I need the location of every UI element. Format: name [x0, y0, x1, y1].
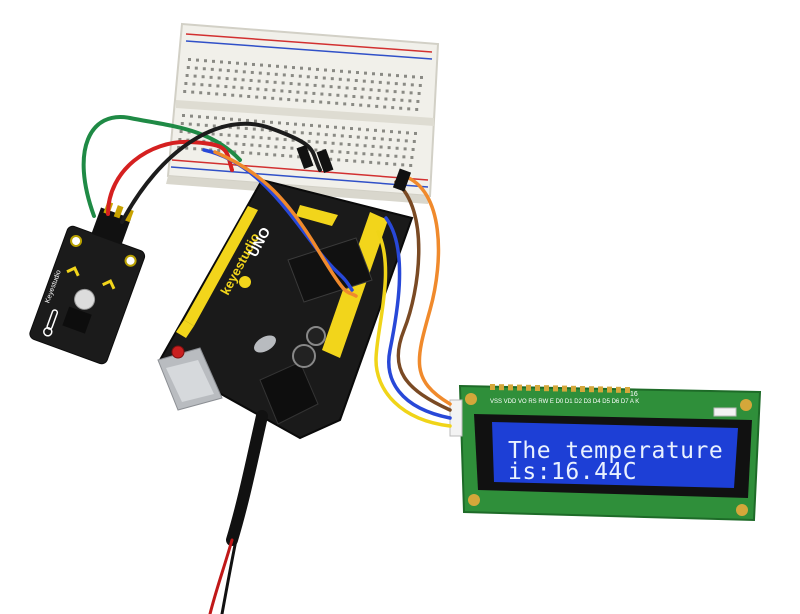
keyestudio-logo-icon [239, 276, 251, 288]
lcd-pin-labels: VSS VDD VO RS RW E D0 D1 D2 D3 D4 D5 D6 … [490, 399, 639, 405]
temperature-sensor-module: Keyestudio [29, 201, 146, 365]
thermometer-icon [43, 309, 59, 337]
keyestudio-uno-board: keyestudio UNO [157, 178, 414, 440]
lcd-pin-count: 16 [630, 391, 638, 398]
usb-connector [157, 347, 223, 411]
dc-power-jack [259, 361, 319, 425]
power-cable [208, 410, 268, 614]
lcd-1602-module: VSS VDD VO RS RW E D0 D1 D2 D3 D4 D5 D6 … [449, 384, 762, 522]
jumper-wires [81, 115, 452, 428]
breadboard-holes [177, 58, 423, 167]
lcd-line-1: The temperature [508, 438, 723, 464]
lcd-line-2: is:16.44C [508, 459, 637, 485]
lcd-pin-pads [490, 384, 630, 393]
lcd-screen: The temperature is:16.44C [492, 422, 738, 488]
header-pins-left [176, 206, 258, 338]
